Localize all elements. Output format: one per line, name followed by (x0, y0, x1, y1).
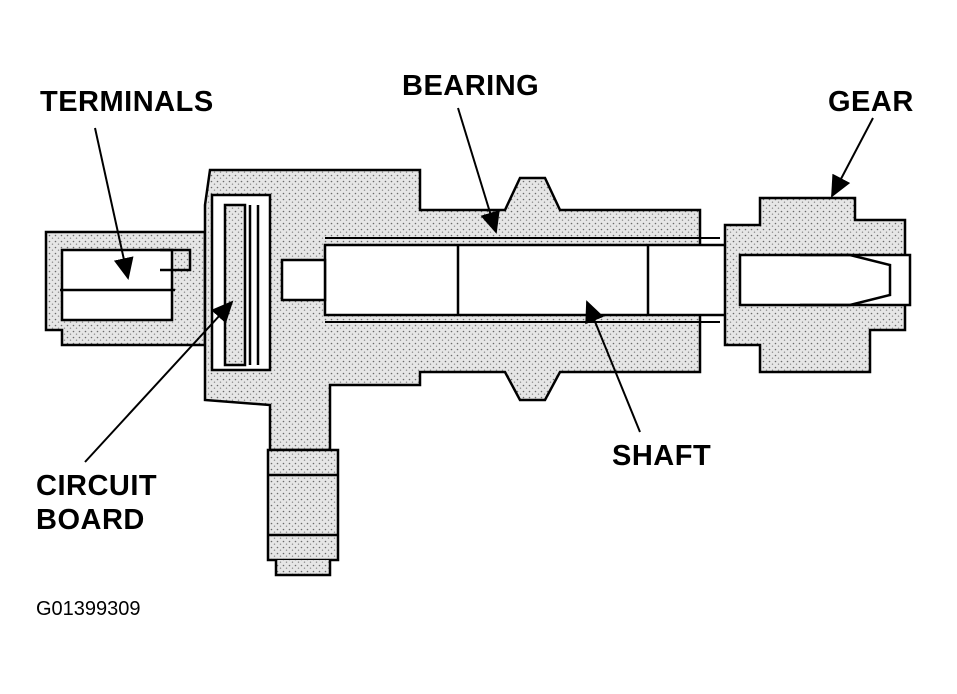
leader-lines (84, 107, 874, 463)
shaft-label: SHAFT (612, 440, 712, 472)
bearing-label: BEARING (402, 70, 540, 102)
bearing (325, 237, 720, 323)
lower-tube (266, 448, 340, 577)
circuit-board-label-line2: BOARD (36, 504, 145, 536)
gear-housing (723, 196, 912, 374)
gear-leader (831, 117, 874, 198)
terminals-label: TERMINALS (40, 86, 214, 118)
shaft-leader (585, 300, 641, 433)
circuit-board-label-line1: CIRCUIT (36, 470, 158, 502)
circuit-board-cavity (210, 193, 272, 372)
terminals-leader (94, 127, 134, 280)
circuit-board-leader (84, 300, 234, 463)
figure-id: G01399309 (36, 598, 141, 620)
connector-housing (44, 230, 207, 347)
gear-label: GEAR (828, 86, 914, 118)
bearing-leader (457, 107, 500, 234)
